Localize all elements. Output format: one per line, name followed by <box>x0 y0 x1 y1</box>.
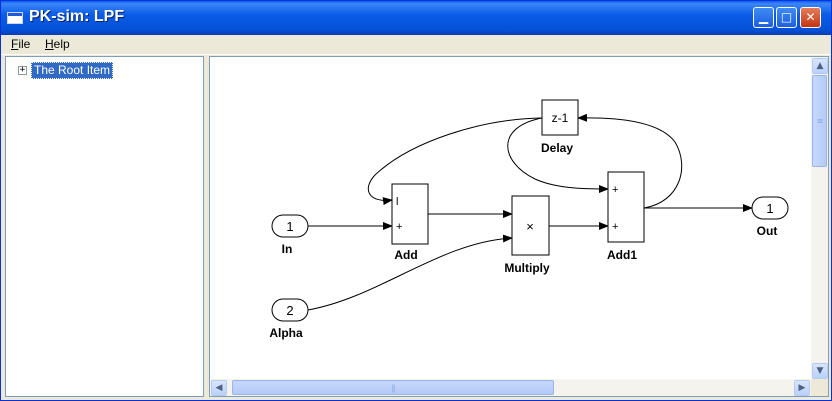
multiply-block[interactable] <box>511 195 550 256</box>
title-bar[interactable]: PK-sim: LPF ▁ □ ✕ <box>1 1 831 35</box>
add1-label: Add1 <box>607 248 637 262</box>
close-button[interactable]: ✕ <box>800 7 821 28</box>
in-port-block[interactable] <box>271 214 309 238</box>
wire-delay-to-add <box>367 117 543 206</box>
close-icon: ✕ <box>805 10 816 24</box>
in-port-label: In <box>282 242 293 256</box>
alpha-port-label: Alpha <box>269 326 303 340</box>
scroll-right-button[interactable]: ▶ <box>794 380 810 396</box>
maximize-icon: □ <box>780 10 793 24</box>
minimize-icon: ▁ <box>758 10 769 24</box>
in-port-number: 1 <box>286 219 293 234</box>
menu-help[interactable]: Help <box>45 37 70 51</box>
add1-port1: + <box>612 184 618 196</box>
scroll-up-button[interactable]: ▲ <box>812 58 828 74</box>
maximize-button[interactable]: □ <box>776 7 797 28</box>
tree-expand-icon[interactable]: + <box>18 65 27 75</box>
delay-block[interactable] <box>541 99 579 136</box>
menu-bar: File Help <box>1 35 831 55</box>
menu-file[interactable]: File <box>11 37 31 51</box>
out-port-number: 1 <box>766 201 773 216</box>
alpha-port-number: 2 <box>286 303 293 318</box>
grip-icon: ≡ <box>816 116 824 126</box>
chevron-left-icon: ◀ <box>215 383 223 393</box>
wire-add1-to-delay <box>577 113 683 209</box>
scroll-down-button[interactable]: ▼ <box>812 363 828 379</box>
add-port2: + <box>396 221 402 233</box>
chevron-up-icon: ▲ <box>816 61 824 71</box>
grip-icon: ‖ <box>391 383 396 392</box>
add-label: Add <box>394 248 417 262</box>
wire-delay-to-add1 <box>507 117 609 193</box>
add-port1: l <box>396 196 398 208</box>
horizontal-scroll-thumb[interactable]: ‖ <box>232 380 554 395</box>
alpha-port-block[interactable] <box>271 298 309 322</box>
window-title: PK-sim: LPF <box>29 8 125 25</box>
horizontal-scrollbar[interactable]: ◀ ‖ ▶ <box>210 379 811 396</box>
add1-port2: + <box>612 221 618 233</box>
scroll-left-button[interactable]: ◀ <box>211 380 227 396</box>
chevron-right-icon: ▶ <box>798 383 806 393</box>
wire-alpha-to-multiply <box>307 234 513 311</box>
diagram-canvas[interactable]: 1 In 2 Alpha l + Add × Multiply z-1 Dela… <box>209 56 829 397</box>
app-icon <box>7 12 23 24</box>
delay-text: z-1 <box>552 111 569 125</box>
tree-root-item[interactable]: The Root Item <box>31 62 114 79</box>
add1-block[interactable] <box>607 171 645 243</box>
out-port-block[interactable] <box>751 196 789 220</box>
tree-panel: + The Root Item <box>5 56 204 397</box>
add-block[interactable] <box>391 183 429 245</box>
vertical-scroll-thumb[interactable]: ≡ <box>812 75 827 167</box>
delay-label: Delay <box>541 141 573 155</box>
chevron-down-icon: ▼ <box>816 366 824 376</box>
multiply-symbol: × <box>526 219 534 234</box>
out-port-label: Out <box>757 224 778 238</box>
minimize-button[interactable]: ▁ <box>753 7 774 28</box>
vertical-scrollbar[interactable]: ▲ ≡ ▼ <box>811 57 828 380</box>
multiply-label: Multiply <box>504 261 550 275</box>
scrollbar-corner <box>811 379 828 396</box>
block-diagram: 1 In 2 Alpha l + Add × Multiply z-1 Dela… <box>269 99 789 340</box>
